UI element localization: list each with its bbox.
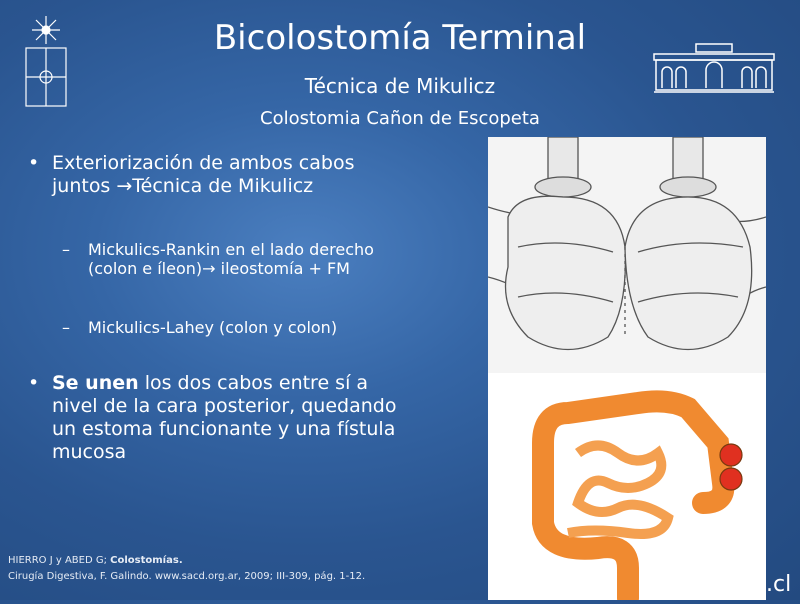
building-logo <box>652 42 776 94</box>
bullet-item: • Se unen los dos cabos entre sí a nivel… <box>28 372 402 464</box>
bullet-text: los dos cabos entre sí a nivel de la car… <box>52 372 397 463</box>
slide-title: Bicolostomía Terminal <box>213 18 587 58</box>
slide-subtitle: Técnica de Mikulicz <box>304 74 496 98</box>
dash-glyph: – <box>62 318 70 337</box>
bullet-glyph: • <box>28 372 40 394</box>
sub-bullet-item: – Mickulics-Rankin en el lado derecho (c… <box>62 240 388 278</box>
sub-bullet-text: Mickulics-Rankin en el lado derecho (col… <box>88 240 374 278</box>
slide-subtitle-secondary: Colostomia Cañon de Escopeta <box>260 108 540 129</box>
colon-illustration <box>488 373 766 604</box>
bullet-text: Exteriorización de ambos cabos juntos →T… <box>52 152 355 197</box>
university-crest-logo <box>16 10 76 110</box>
sub-bullet-item: – Mickulics-Lahey (colon y colon) <box>62 318 388 337</box>
bullet-item: • Exteriorización de ambos cabos juntos … <box>28 152 402 198</box>
dash-glyph: – <box>62 240 70 259</box>
reference-citation: HIERRO J y ABED G; Colostomías. Cirugía … <box>8 553 365 585</box>
reference-title: Colostomías. <box>110 555 183 566</box>
sub-bullet-text: Mickulics-Lahey (colon y colon) <box>88 318 338 337</box>
footer-domain-suffix: .cl <box>766 572 792 597</box>
double-barrel-stoma-illustration <box>487 136 767 373</box>
reference-source: Cirugía Digestiva, F. Galindo. www.sacd.… <box>8 571 366 582</box>
reference-authors: HIERRO J y ABED G; <box>8 555 111 566</box>
bullet-glyph: • <box>28 152 40 174</box>
bullet-bold-text: Se unen <box>52 372 139 394</box>
